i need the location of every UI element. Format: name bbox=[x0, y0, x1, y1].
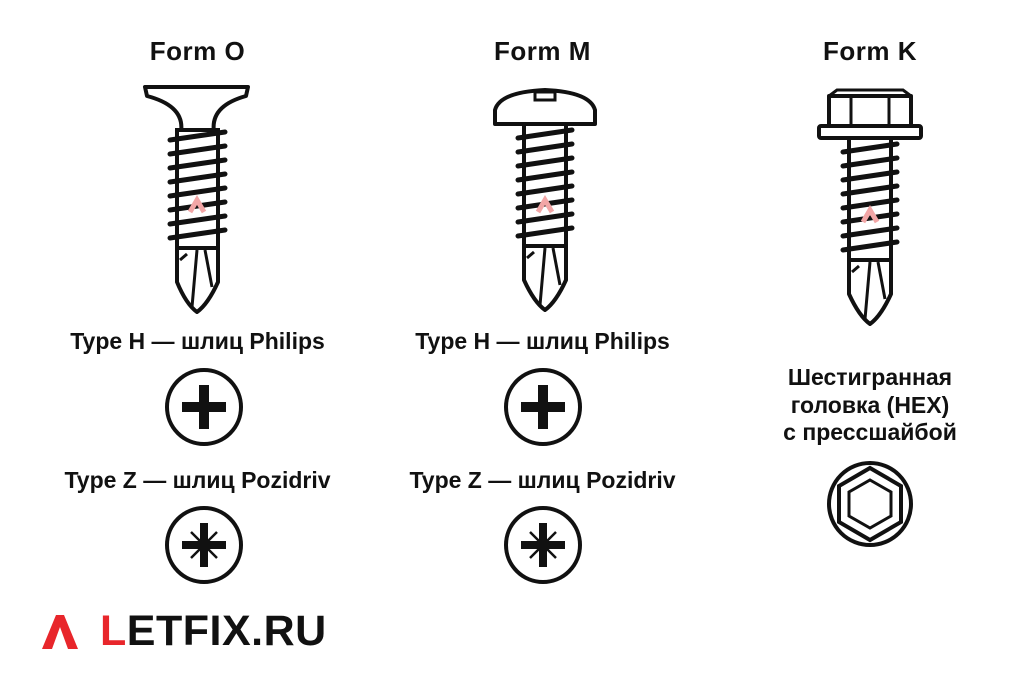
hex-label-line-2: головка (HEX) bbox=[790, 391, 950, 418]
letfix-chevron-logo-icon bbox=[42, 615, 78, 649]
pozidriv-cross-icon bbox=[165, 506, 243, 584]
form-o-title: Form O bbox=[149, 36, 246, 66]
form-k-title: Form K bbox=[823, 36, 917, 66]
form-o-type-h-label: Type H — шлиц Philips bbox=[70, 328, 325, 354]
form-m-column: Form M Type H — шлиц Philips Type Z — шл… bbox=[345, 0, 740, 683]
phillips-cross-icon bbox=[165, 368, 243, 446]
pozidriv-cross-icon bbox=[504, 506, 582, 584]
form-o-type-z-label: Type Z — шлиц Pozidriv bbox=[64, 467, 331, 493]
form-m-type-h-label: Type H — шлиц Philips bbox=[415, 328, 670, 354]
form-k-hex-label: Шестигранная головка (HEX) с прессшайбой bbox=[700, 364, 1024, 447]
brand-logo: LETFIX.RU bbox=[40, 607, 327, 656]
form-k-column: Form K Шестигранная головка (HEX) с прес… bbox=[700, 0, 1024, 683]
brand-first-letter: L bbox=[100, 606, 127, 655]
phillips-cross-icon bbox=[504, 368, 582, 446]
form-o-column: Form O Type H — шлиц Philips Type Z — шл… bbox=[0, 0, 395, 683]
pan-head-screw-icon bbox=[493, 88, 597, 312]
hex-label-line-3: с прессшайбой bbox=[783, 419, 957, 446]
hex-label-line-1: Шестигранная bbox=[787, 364, 953, 390]
form-m-title: Form M bbox=[494, 36, 591, 66]
hex-washer-head-icon bbox=[827, 461, 913, 547]
countersunk-screw-icon bbox=[143, 85, 250, 314]
hex-washer-screw-icon bbox=[817, 88, 923, 326]
brand-name: LETFIX.RU bbox=[100, 607, 327, 656]
form-m-type-z-label: Type Z — шлиц Pozidriv bbox=[409, 467, 676, 493]
brand-rest: ETFIX.RU bbox=[126, 606, 327, 655]
